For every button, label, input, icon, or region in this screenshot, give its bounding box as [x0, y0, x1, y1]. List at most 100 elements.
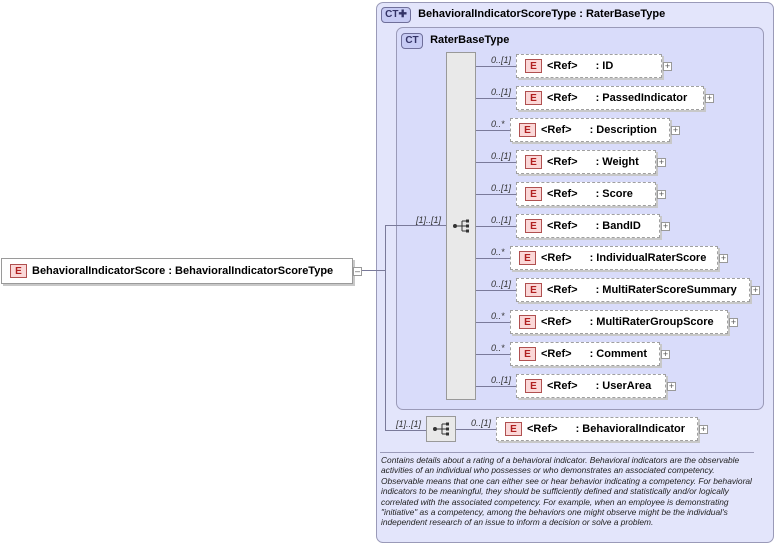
expand-icon[interactable]: + — [661, 349, 670, 359]
connector-line — [476, 322, 510, 323]
child-element-name: : Comment — [589, 348, 648, 360]
child-element-name: : Description — [589, 124, 657, 136]
child-element-name: : IndividualRaterScore — [589, 252, 707, 264]
child-element[interactable]: E<Ref>: ID — [516, 54, 662, 78]
child-cardinality: 0..* — [491, 311, 505, 321]
child-element-name: : BehavioralIndicator — [575, 423, 685, 435]
element-icon: E — [525, 59, 542, 73]
ref-label: <Ref> — [541, 316, 572, 328]
bottom-sequence-cardinality: [1]..[1] — [396, 419, 422, 429]
child-element[interactable]: E <Ref> : PassedIndicator — [516, 86, 704, 110]
child-cardinality: 0..[1] — [491, 87, 512, 97]
connector-line — [385, 225, 447, 226]
element-icon: E — [525, 379, 542, 393]
child-cardinality: 0..[1] — [491, 183, 512, 193]
connector-line — [476, 258, 510, 259]
expand-icon[interactable]: + — [719, 253, 728, 263]
root-element-label: BehavioralIndicatorScore : BehavioralInd… — [32, 265, 334, 277]
expand-icon[interactable]: + — [705, 93, 714, 103]
ref-label: <Ref> — [541, 348, 572, 360]
expand-icon[interactable]: + — [729, 317, 738, 327]
child-cardinality: 0..* — [491, 343, 505, 353]
expand-icon[interactable]: + — [663, 61, 672, 71]
element-icon: E — [525, 155, 542, 169]
element-icon: E — [505, 422, 522, 436]
child-cardinality: 0..[1] — [491, 279, 512, 289]
child-cardinality: 0..[1] — [491, 375, 512, 385]
child-element[interactable]: E <Ref> : Comment — [510, 342, 660, 366]
expand-icon[interactable]: + — [699, 424, 708, 434]
expand-icon[interactable]: + — [751, 285, 760, 295]
child-element-name: : MultiRaterScoreSummary — [595, 284, 737, 296]
child-element[interactable]: E <Ref> : IndividualRaterScore — [510, 246, 718, 270]
sequence-icon — [453, 219, 469, 233]
base-type-header: CT RaterBaseType — [401, 33, 509, 49]
ref-label: <Ref> — [547, 92, 578, 104]
connector-line — [476, 354, 510, 355]
child-element[interactable]: E<Ref>: MultiRaterGroupScore — [510, 310, 728, 334]
child-cardinality: 0..[1] — [491, 215, 512, 225]
connector-line — [476, 226, 516, 227]
child-element-name: : PassedIndicator — [595, 92, 688, 104]
connector-line — [362, 270, 386, 271]
connector-line — [476, 290, 516, 291]
complex-type-title: BehavioralIndicatorScoreType : RaterBase… — [418, 8, 666, 20]
connector-line — [476, 194, 516, 195]
collapse-icon[interactable]: – — [353, 266, 362, 276]
ref-label: <Ref> — [547, 380, 578, 392]
element-icon: E — [519, 251, 536, 265]
ref-label: <Ref> — [547, 284, 578, 296]
child-element[interactable]: E <Ref> : Description — [510, 118, 670, 142]
child-element[interactable]: E <Ref> : UserArea — [516, 374, 666, 398]
ref-label: <Ref> — [547, 60, 578, 72]
complex-type-header: CT✚ BehavioralIndicatorScoreType : Rater… — [381, 7, 665, 23]
connector-line — [476, 162, 516, 163]
element-icon: E — [525, 91, 542, 105]
complex-type-icon: CT✚ — [381, 7, 411, 23]
connector-line — [456, 429, 496, 430]
connector-line — [476, 386, 516, 387]
child-element[interactable]: E <Ref> : MultiRaterScoreSummary — [516, 278, 750, 302]
element-icon: E — [525, 283, 542, 297]
ref-label: <Ref> — [547, 156, 578, 168]
element-icon: E — [525, 219, 542, 233]
child-element-name: : BandID — [595, 220, 641, 232]
connector-line — [476, 98, 516, 99]
ref-label: <Ref> — [547, 220, 578, 232]
connector-trunk — [385, 225, 386, 431]
element-icon: E — [519, 347, 536, 361]
description-divider — [380, 452, 754, 453]
ref-label: <Ref> — [541, 252, 572, 264]
connector-line — [476, 66, 516, 67]
child-cardinality: 0..* — [491, 119, 505, 129]
expand-icon[interactable]: + — [661, 221, 670, 231]
complex-type-badge-label: CT — [385, 9, 399, 20]
element-icon: E — [519, 315, 536, 329]
element-icon: E — [519, 123, 536, 137]
child-element[interactable]: E <Ref> : Weight — [516, 150, 656, 174]
child-element-name: : Weight — [595, 156, 639, 168]
base-type-icon: CT — [401, 33, 423, 49]
expand-icon[interactable]: + — [671, 125, 680, 135]
child-cardinality: 0..[1] — [491, 55, 512, 65]
expand-icon[interactable]: + — [667, 381, 676, 391]
child-cardinality: 0..* — [491, 247, 505, 257]
ref-label: <Ref> — [527, 423, 558, 435]
sequence-icon — [433, 422, 449, 436]
root-element[interactable]: E BehavioralIndicatorScore : BehavioralI… — [1, 258, 353, 284]
child-cardinality: 0..[1] — [471, 418, 492, 428]
ref-label: <Ref> — [547, 188, 578, 200]
element-icon: E — [10, 264, 27, 278]
child-element-name: : UserArea — [595, 380, 652, 392]
expand-icon[interactable]: + — [657, 157, 666, 167]
child-element[interactable]: E <Ref> : BandID — [516, 214, 660, 238]
sequence-cardinality: [1]..[1] — [416, 215, 442, 225]
child-element-behavioral-indicator[interactable]: E <Ref> : BehavioralIndicator — [496, 417, 698, 441]
connector-line — [385, 430, 426, 431]
ref-label: <Ref> — [541, 124, 572, 136]
child-cardinality: 0..[1] — [491, 151, 512, 161]
description-text: Contains details about a rating of a beh… — [381, 455, 752, 528]
child-element[interactable]: E<Ref>: Score — [516, 182, 656, 206]
expand-icon[interactable]: + — [657, 189, 666, 199]
connector-line — [476, 130, 510, 131]
